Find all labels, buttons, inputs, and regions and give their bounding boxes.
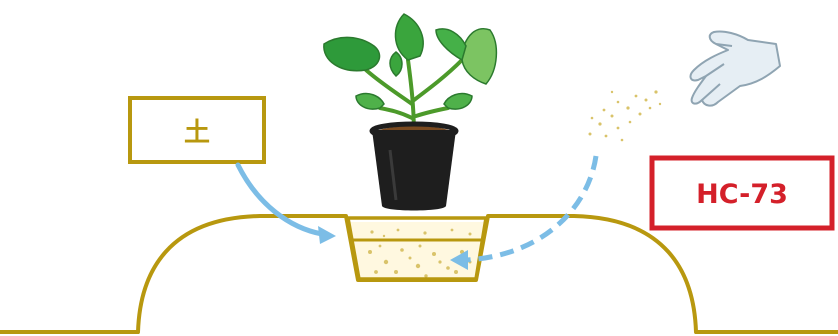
soil-arrow	[238, 165, 336, 244]
planting-hole	[348, 218, 486, 279]
seedling-pot-icon	[324, 14, 497, 211]
sprinkle-particles	[589, 90, 662, 141]
fertilizer-label-box: HC-73	[652, 158, 832, 228]
soil-label-box: 土	[130, 98, 264, 162]
fertilizer-label: HC-73	[696, 179, 788, 210]
soil-label: 土	[184, 118, 210, 148]
gloved-hand-icon	[691, 31, 780, 105]
